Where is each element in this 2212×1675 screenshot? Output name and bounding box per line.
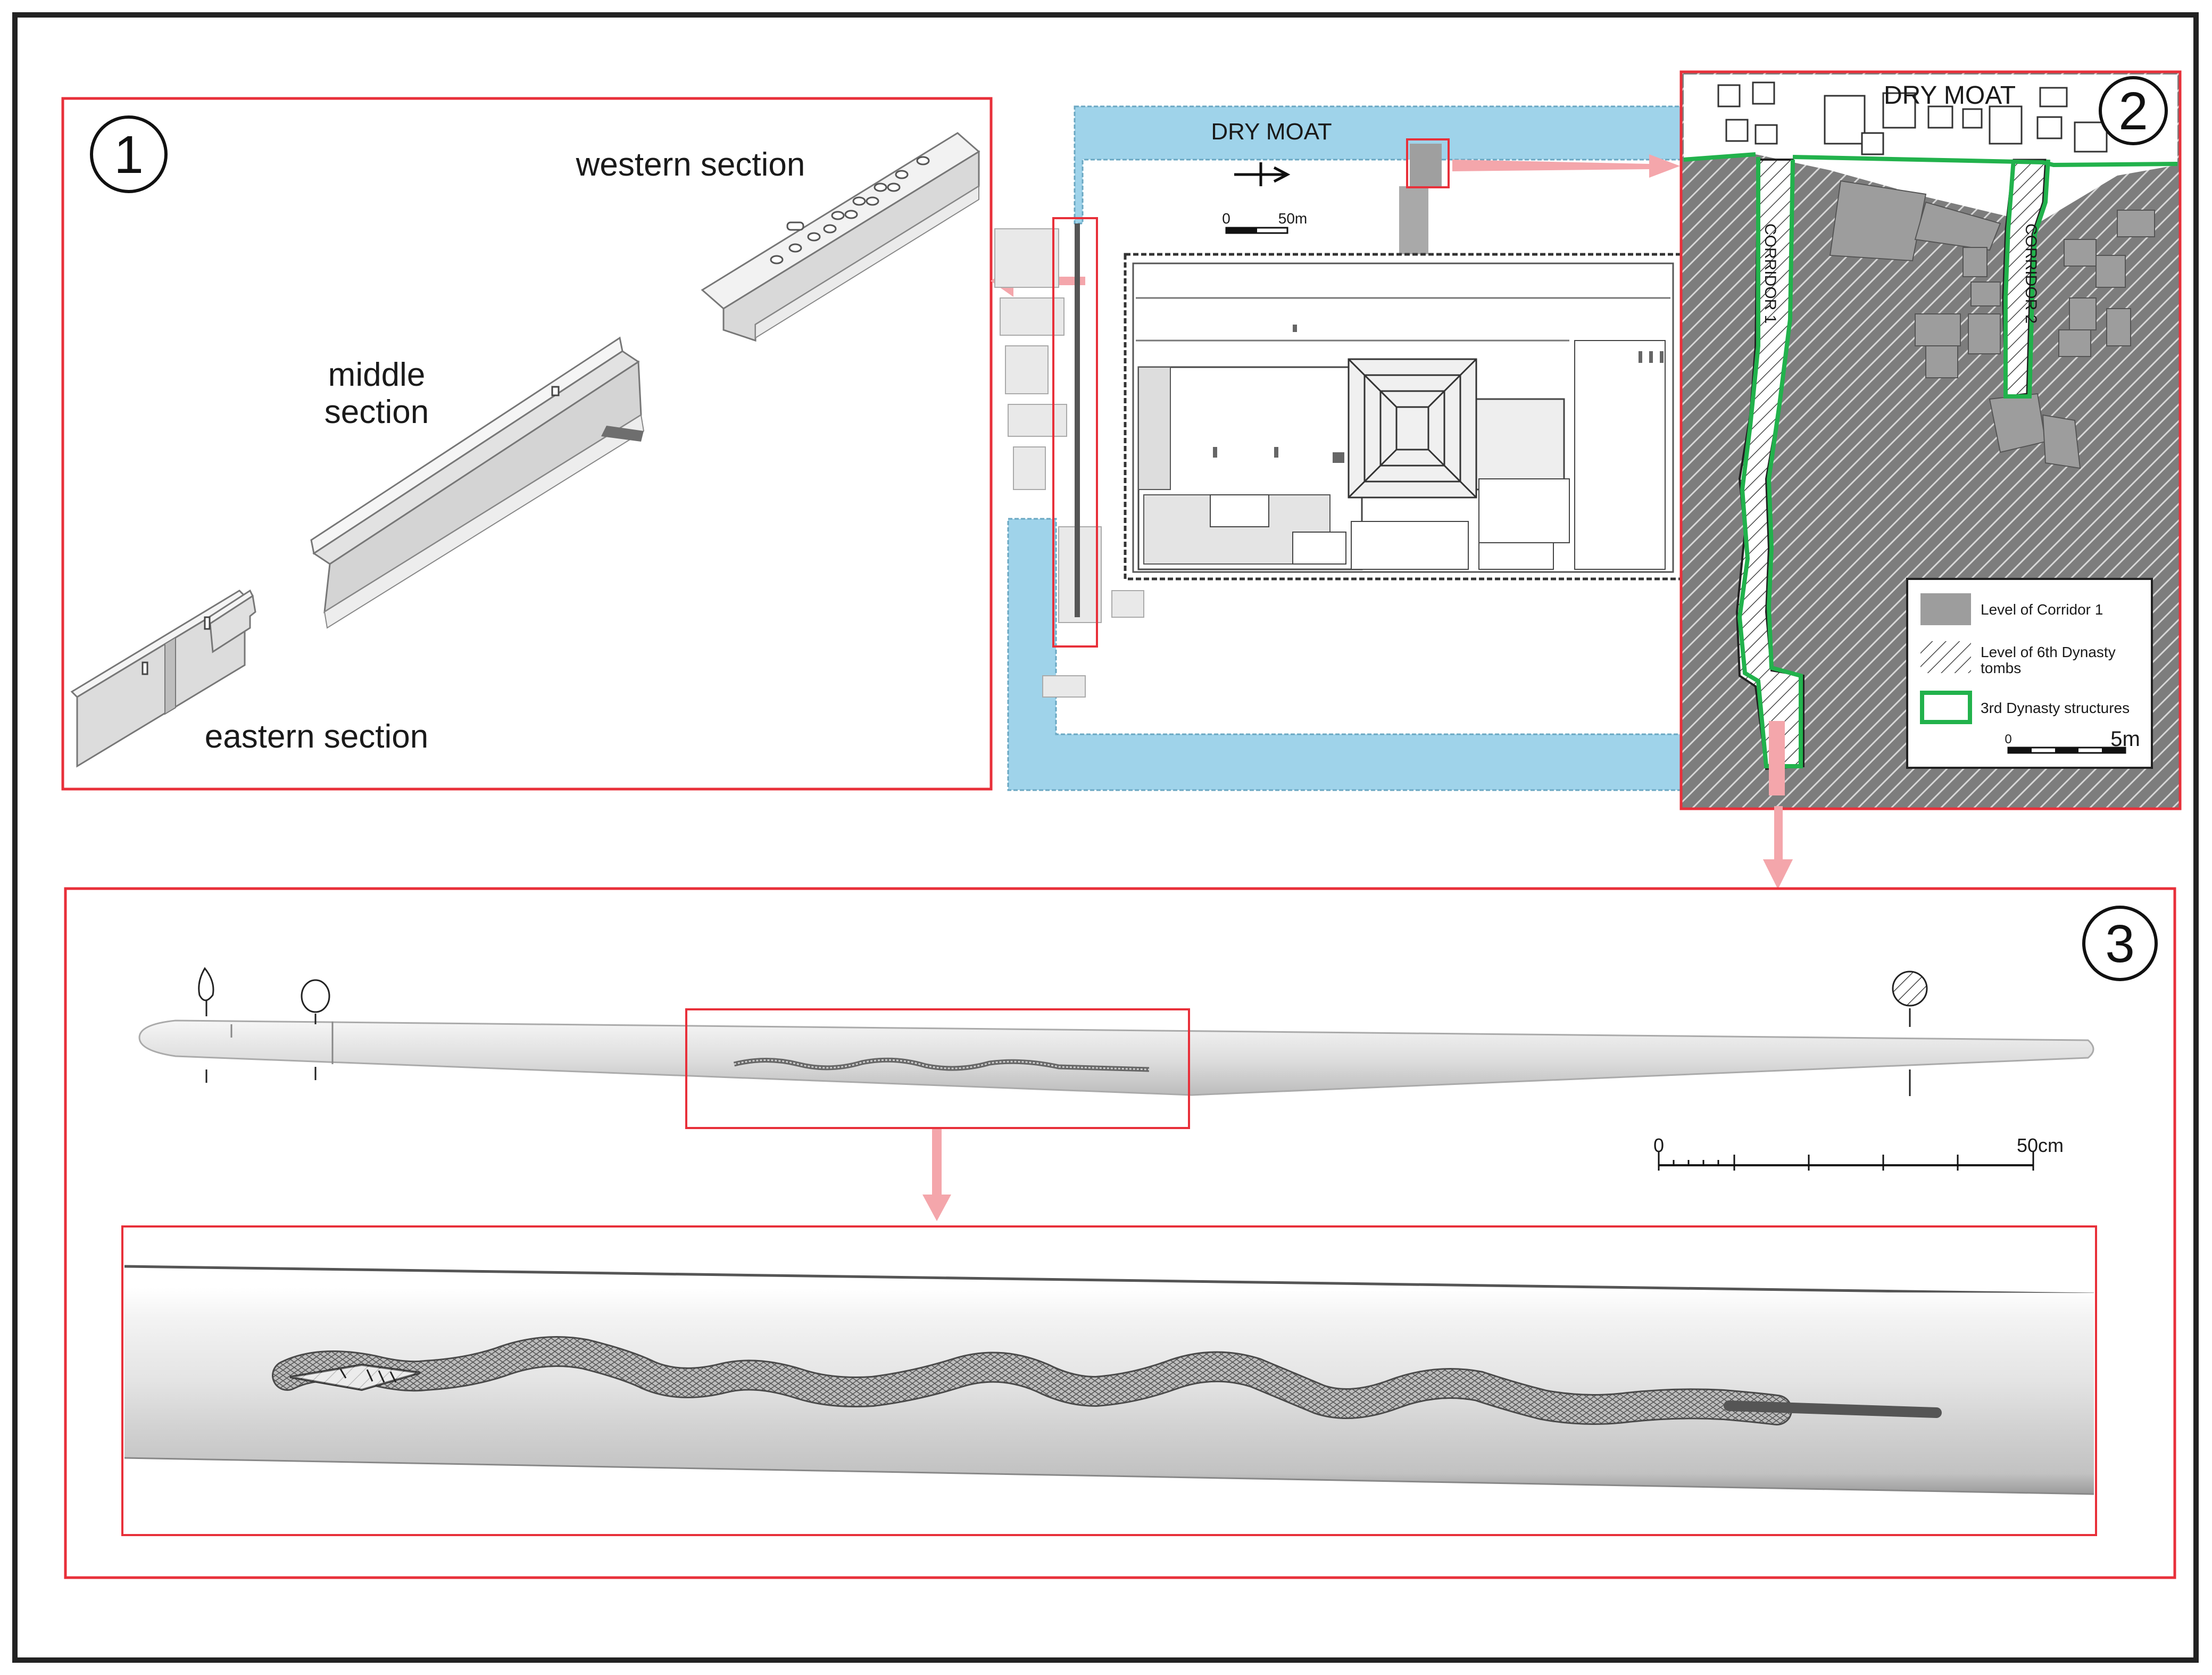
grey-structures [1829, 180, 2155, 636]
legend: Level of Corridor 1 Level of 6th Dynasty… [1906, 578, 2153, 769]
panel-2-title: DRY MOAT [1884, 81, 2016, 110]
site-map-scale: 0 50m [1222, 210, 1307, 234]
corridor-1-label: CORRIDOR 1 [1761, 223, 1779, 324]
sixth-dynasty-tombs [1717, 81, 2108, 155]
panel-2: DRY MOAT CORRIDOR 1 CORRIDOR 2 2 Level o… [1679, 70, 2182, 810]
svg-text:0: 0 [2005, 732, 2011, 747]
highlight-north-corridor [1406, 138, 1450, 188]
detail-highlight-box [685, 1008, 1190, 1129]
label-western-section: western section [576, 146, 805, 183]
step-pyramid [1348, 358, 1477, 499]
svg-text:0: 0 [1222, 210, 1230, 227]
label-eastern-section: eastern section [205, 718, 428, 755]
outer-frame [12, 12, 2199, 1663]
legend-label-corridor-1: Level of Corridor 1 [1981, 601, 2103, 618]
arrow-to-detail [922, 1129, 951, 1221]
middle-section-drawing [310, 336, 645, 629]
eastern-section-drawing [70, 589, 256, 768]
panel-3-number: 3 [2105, 914, 2135, 974]
panel-3: 3 [64, 887, 2176, 1579]
svg-text:50m: 50m [1278, 210, 1307, 227]
staff-drawing [138, 967, 2094, 1096]
arrow-to-panel-2 [1452, 154, 1680, 178]
corridor-2 [2002, 159, 2047, 397]
panel-1: 1 western section mi [61, 97, 993, 791]
legend-swatch-6th-dynasty [1920, 641, 1971, 673]
north-arrow-icon [1234, 162, 1291, 186]
staff-detail [121, 1225, 2097, 1536]
site-map: DRY MOAT 0 50m [991, 105, 1683, 791]
legend-label-3rd-dynasty: 3rd Dynasty structures [1981, 700, 2130, 716]
panel-2-number: 2 [2118, 81, 2148, 141]
object-scale: 0 50cm [1653, 1134, 2064, 1171]
legend-label-6th-dynasty-1: Level of 6th Dynasty [1981, 644, 2116, 660]
highlight-west-corridor [1052, 217, 1098, 648]
legend-swatch-3rd-dynasty [1920, 691, 1972, 724]
svg-text:0: 0 [1653, 1134, 1664, 1156]
corridor-2-label: CORRIDOR 2 [2022, 223, 2040, 324]
panel-1-number-badge [90, 115, 168, 193]
panel-2-number-badge [2099, 76, 2168, 145]
legend-swatch-corridor-1 [1920, 593, 1971, 625]
label-middle-section-2: section [325, 394, 429, 430]
western-section-drawing [701, 132, 980, 342]
label-middle-section-1: middle [328, 356, 426, 393]
svg-text:50cm: 50cm [2017, 1134, 2064, 1156]
panel-1-number: 1 [114, 125, 144, 185]
svg-text:5m: 5m [2110, 727, 2140, 751]
arrow-to-panel-3 [1762, 806, 1793, 890]
site-map-moat-label: DRY MOAT [1211, 119, 1332, 145]
legend-label-6th-dynasty-2: tombs [1981, 660, 2021, 676]
legend-scale: 0 5m [2005, 727, 2140, 754]
panel-3-number-badge [2082, 906, 2158, 981]
